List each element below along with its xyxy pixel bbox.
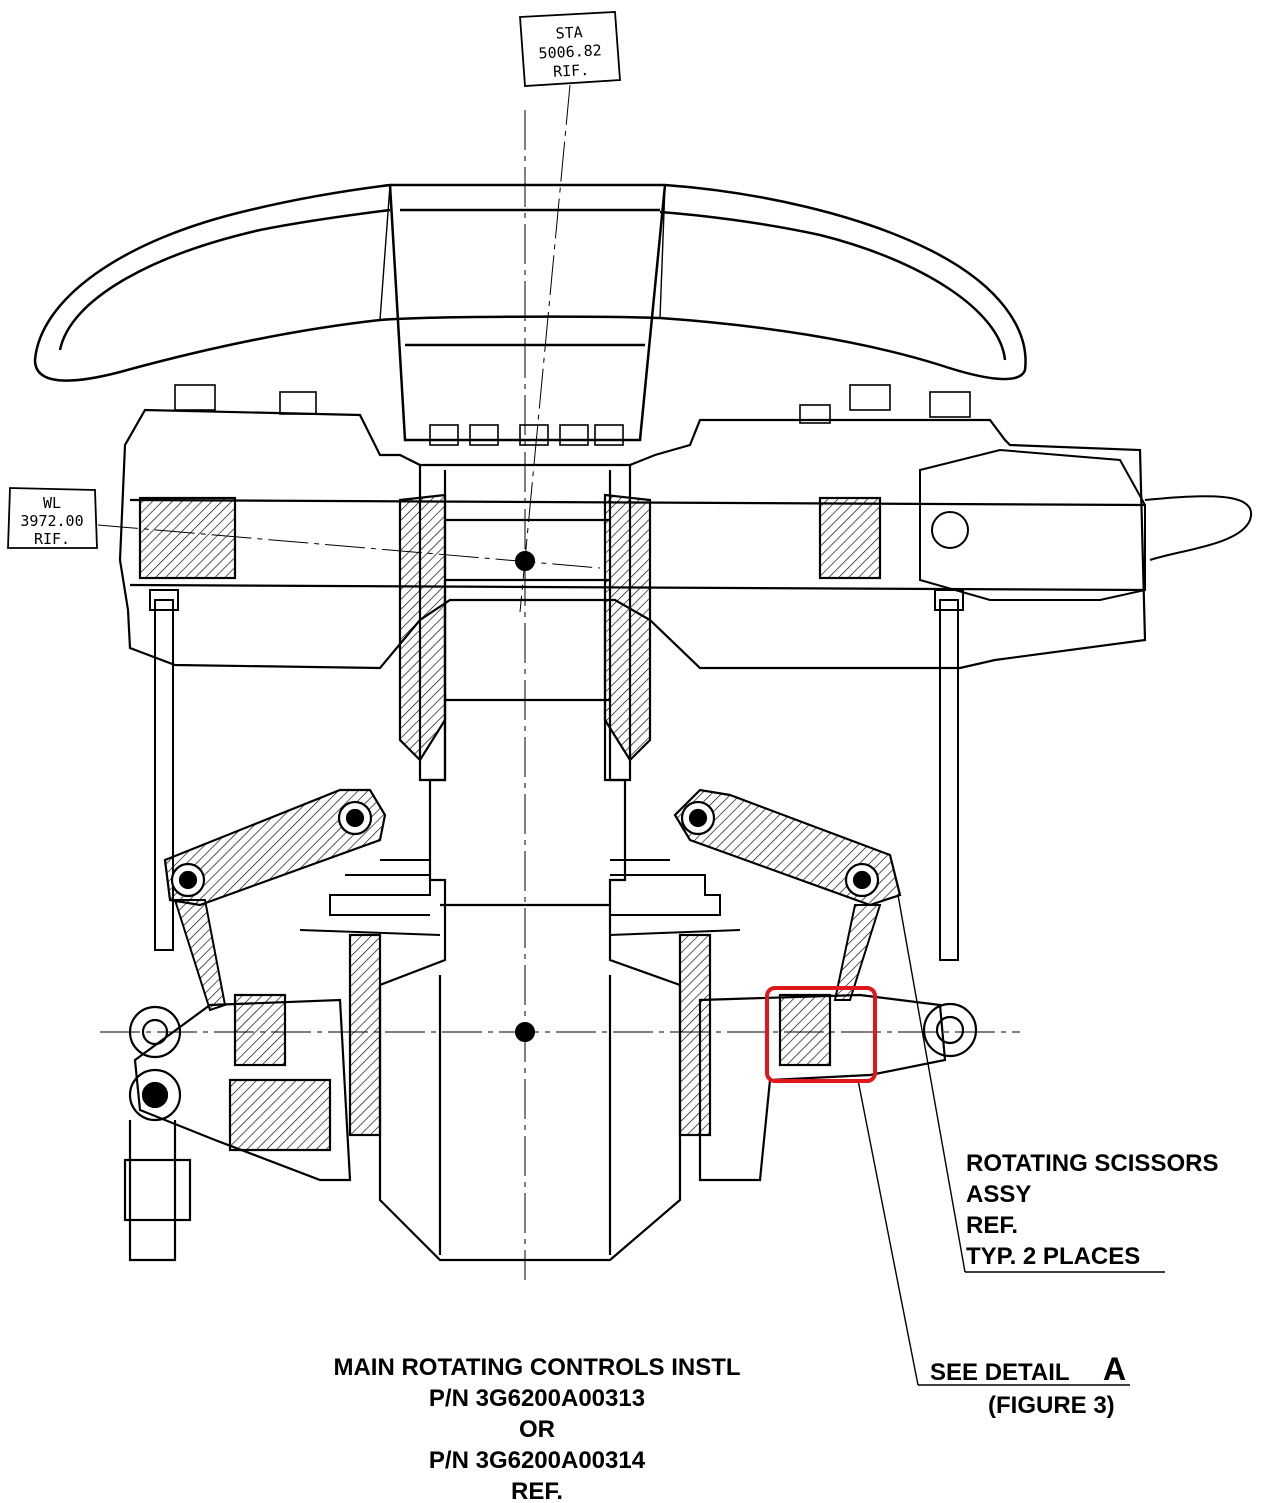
rotor-fairing: [33, 183, 1027, 442]
lower-scissors: [173, 899, 882, 1012]
caption-line1: MAIN ROTATING CONTROLS INSTL: [333, 1354, 740, 1381]
scissors-line4: TYP. 2 PLACES: [966, 1243, 1140, 1270]
scissors-line3: REF.: [966, 1212, 1018, 1239]
wl-line3: RIF.: [34, 530, 70, 548]
upper-scissors-left: [163, 788, 387, 907]
damper: [919, 448, 1253, 601]
dust-boot: [299, 859, 741, 936]
swashplate-center-point: [515, 1022, 535, 1042]
scissors-line2: ASSY: [966, 1181, 1031, 1208]
detail-callout: SEE DETAIL A (FIGURE 3): [930, 1351, 1126, 1419]
caption-line4: P/N 3G6200A00314: [429, 1447, 646, 1474]
leader-lines: [857, 894, 1165, 1386]
wl-line1: WL: [43, 494, 61, 512]
hub-assembly: [118, 408, 1147, 782]
scissors-line1: ROTATING SCISSORS: [966, 1150, 1218, 1177]
detail-figure: (FIGURE 3): [988, 1392, 1115, 1419]
drawing-caption: MAIN ROTATING CONTROLS INSTL P/N 3G6200A…: [333, 1354, 740, 1503]
detail-a-highlight: [765, 986, 877, 1083]
detail-letter: A: [1103, 1351, 1126, 1387]
wl-line2: 3972.00: [20, 512, 83, 530]
sta-label: STA 5006.82 RIF.: [538, 23, 602, 81]
sta-line2: 5006.82: [538, 41, 602, 62]
swashplate: [133, 933, 947, 1182]
hub-center-point: [515, 551, 535, 571]
caption-line5: REF.: [511, 1478, 563, 1503]
caption-line3: OR: [519, 1416, 555, 1443]
sta-line3: RIF.: [553, 61, 590, 81]
pitch-links: [149, 589, 964, 961]
main-mast: [378, 470, 682, 1262]
sta-line1: STA: [555, 23, 583, 42]
wl-reference-box: [7, 487, 98, 549]
sta-reference-box: [519, 11, 621, 87]
rod-end-bearings: [123, 1002, 978, 1262]
scissors-callout: ROTATING SCISSORS ASSY REF. TYP. 2 PLACE…: [966, 1150, 1218, 1270]
wl-label: WL 3972.00 RIF.: [20, 494, 83, 548]
upper-scissors-right: [673, 788, 902, 907]
hub-bolts: [174, 384, 971, 446]
caption-line2: P/N 3G6200A00313: [429, 1385, 645, 1412]
detail-prefix: SEE DETAIL: [930, 1359, 1070, 1386]
